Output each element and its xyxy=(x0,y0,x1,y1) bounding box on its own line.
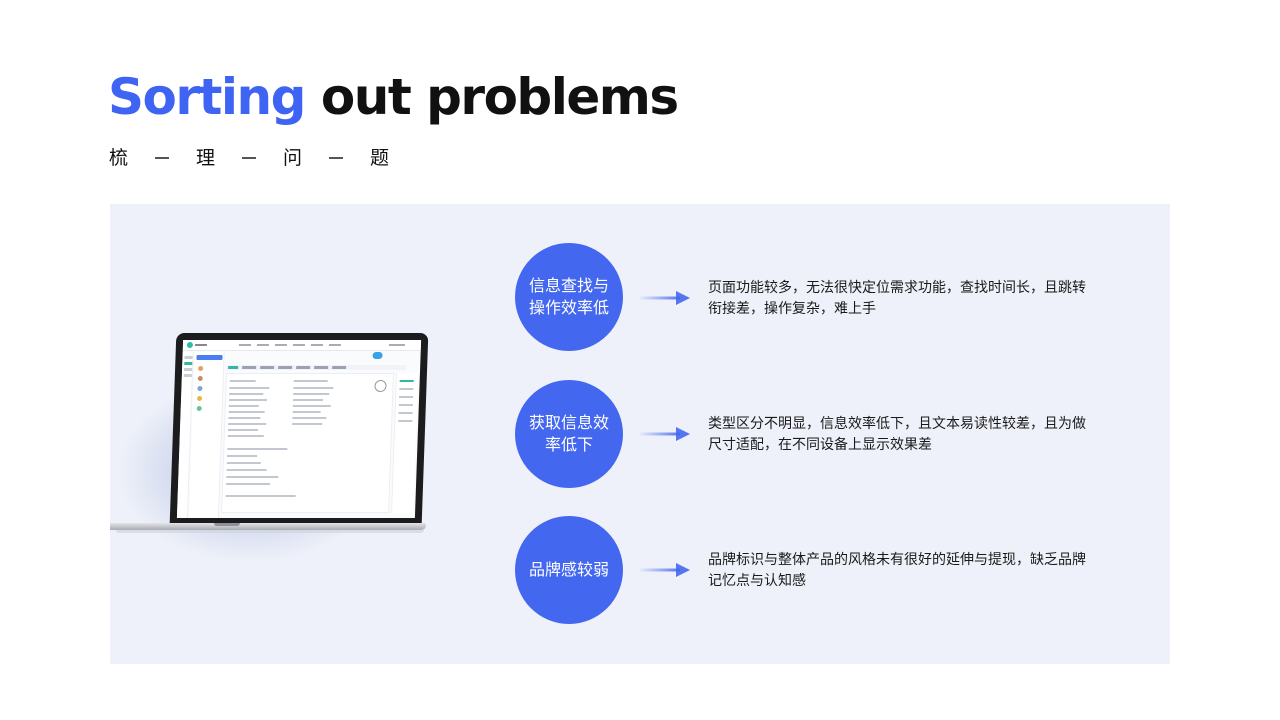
mock-line xyxy=(229,393,264,395)
mock-tab xyxy=(292,344,305,346)
mock-tab xyxy=(274,344,287,346)
mock-line xyxy=(227,455,258,457)
mock-tag xyxy=(332,366,347,369)
mock-tab xyxy=(256,344,269,346)
mock-line xyxy=(292,405,331,407)
arrow-right-icon xyxy=(640,291,690,305)
mock-line xyxy=(293,393,330,395)
mock-line xyxy=(226,476,279,478)
mock-line xyxy=(226,469,267,471)
problem-circle: 品牌感较弱 xyxy=(515,516,623,624)
mock-tag xyxy=(314,366,329,369)
mock-line xyxy=(227,448,288,450)
mock-line xyxy=(292,417,327,419)
mock-user xyxy=(388,344,405,346)
mock-line xyxy=(292,411,321,413)
laptop-base xyxy=(110,523,426,530)
mock-line xyxy=(229,380,256,382)
subtitle-dash xyxy=(155,157,170,159)
mock-line xyxy=(229,387,270,389)
problem-circle: 获取信息效率低下 xyxy=(515,380,623,488)
mock-line xyxy=(293,380,328,382)
mock-line xyxy=(399,380,414,382)
mock-line xyxy=(228,399,268,401)
mock-right-menu xyxy=(391,373,418,513)
mock-logo-text xyxy=(194,344,207,346)
mock-tab xyxy=(310,344,323,346)
mock-line xyxy=(398,420,413,422)
arrow-right-icon xyxy=(640,427,690,441)
arrow-right-icon xyxy=(640,563,690,577)
mock-line xyxy=(292,399,324,401)
mock-line xyxy=(293,387,334,389)
mock-line xyxy=(398,404,413,406)
problem-label: 品牌感较弱 xyxy=(528,560,609,579)
mock-line xyxy=(292,423,323,425)
problem-label: 获取信息效率低下 xyxy=(528,413,609,454)
laptop-screen xyxy=(176,340,422,518)
mock-line xyxy=(399,388,414,390)
mock-topbar xyxy=(182,340,422,351)
page-title: Sorting out problems xyxy=(108,66,679,128)
mock-tag xyxy=(296,366,311,369)
laptop-mockup xyxy=(110,331,430,561)
mock-line xyxy=(225,495,296,497)
mock-button xyxy=(196,355,223,360)
laptop-notch xyxy=(214,523,240,526)
mock-tab xyxy=(238,344,251,346)
mock-tag xyxy=(278,366,293,369)
problem-description: 类型区分不明显，信息效率低下，且文本易读性较差，且为做尺寸适配，在不同设备上显示… xyxy=(708,416,1086,453)
mock-line xyxy=(228,405,259,407)
problem-description: 页面功能较多，无法很快定位需求功能，查找时间长，且跳转衔接差，操作复杂，难上手 xyxy=(708,280,1086,317)
mock-line xyxy=(226,462,261,464)
mock-side-item xyxy=(184,356,193,359)
mock-line xyxy=(227,435,264,437)
mock-line xyxy=(227,429,258,431)
mock-tag xyxy=(228,366,239,369)
title-rest: out problems xyxy=(320,68,679,126)
subtitle-char: 梳 xyxy=(109,147,129,169)
mock-tab xyxy=(328,344,341,346)
mock-cloud-icon xyxy=(372,352,383,359)
mock-logo-icon xyxy=(186,342,194,348)
mock-line xyxy=(228,423,267,425)
subtitle-char: 理 xyxy=(196,147,216,169)
subtitle-char: 题 xyxy=(370,147,390,169)
mock-side-item xyxy=(184,362,193,365)
subtitle-char: 问 xyxy=(283,147,303,169)
content-panel: 信息查找与操作效率低 页面功能较多，无法很快定位需求功能，查找时间长，且跳转衔接… xyxy=(110,204,1170,664)
mock-line xyxy=(226,483,271,485)
title-accent: Sorting xyxy=(108,68,306,126)
subtitle-dash xyxy=(242,157,257,159)
mock-tag xyxy=(242,366,257,369)
subtitle-dash xyxy=(329,157,344,159)
mock-line xyxy=(399,396,414,398)
mock-line xyxy=(228,417,261,419)
mock-side-item xyxy=(183,374,192,377)
subtitle: 梳 理 问 题 xyxy=(109,145,389,171)
mock-tag xyxy=(260,366,275,369)
problem-description: 品牌标识与整体产品的风格未有很好的延伸与提现，缺乏品牌记忆点与认知感 xyxy=(708,552,1086,589)
mock-line xyxy=(398,412,413,414)
problem-circle: 信息查找与操作效率低 xyxy=(515,243,623,351)
mock-contact-list xyxy=(188,352,225,518)
problem-label: 信息查找与操作效率低 xyxy=(528,276,609,317)
mock-line xyxy=(228,411,265,413)
mock-side-item xyxy=(184,368,193,371)
laptop-foot xyxy=(116,530,424,533)
